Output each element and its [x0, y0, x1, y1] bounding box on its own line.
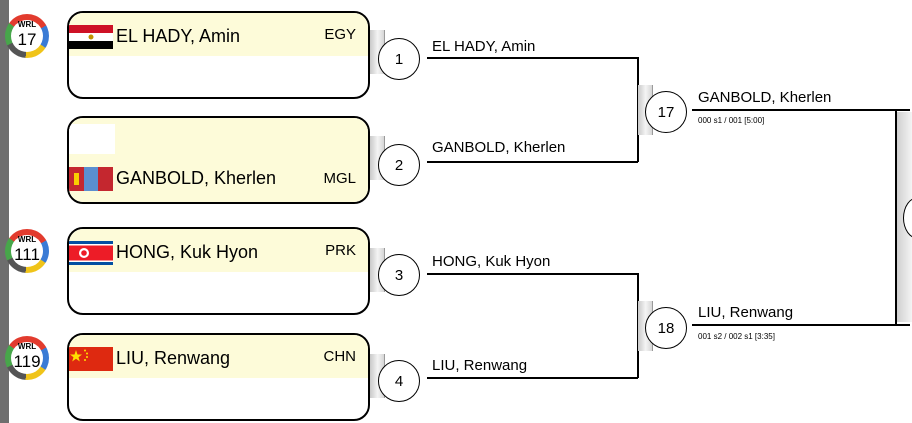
bout-number-18[interactable]: 18 [645, 307, 687, 349]
entry-4-empty-slot [69, 376, 368, 419]
bracket-connector-17 [637, 57, 639, 162]
bout-4-line [427, 377, 638, 379]
bout-3-winner: HONG, Kuk Hyon [432, 253, 551, 270]
entry-3-athlete[interactable]: HONG, Kuk Hyon PRK [69, 229, 368, 272]
entry-1-empty-slot [69, 54, 368, 97]
bout-4-winner: LIU, Renwang [432, 357, 528, 374]
bout-1-winner: EL HADY, Amin [432, 38, 536, 55]
wrl-rank: 119 [13, 352, 41, 371]
wrl-label: WRL [17, 235, 37, 244]
bout-18-winner: LIU, Renwang [698, 304, 794, 321]
egypt-flag-icon [69, 25, 113, 49]
bout-2-line [427, 161, 638, 163]
athlete-country: MGL [323, 170, 356, 187]
bout-number-17[interactable]: 17 [645, 91, 687, 133]
wrl-label: WRL [17, 342, 37, 351]
bout-number-1[interactable]: 1 [378, 38, 420, 80]
entry-2-empty-slot [69, 118, 368, 161]
bout-18-line [692, 324, 910, 326]
bracket-entry-4[interactable]: LIU, Renwang CHN [67, 333, 370, 421]
bout-3-line [427, 273, 638, 275]
wrl-rank: 111 [14, 245, 40, 264]
china-flag-icon [69, 347, 113, 371]
bout-17-line [692, 109, 910, 111]
wrl-label: WRL [17, 20, 37, 29]
bout-number-4[interactable]: 4 [378, 360, 420, 402]
wrl-rank: 17 [17, 30, 37, 49]
entry-2-athlete[interactable]: GANBOLD, Kherlen MGL [69, 159, 368, 202]
athlete-country: PRK [325, 242, 356, 259]
bout-18-score: 001 s2 / 002 s1 [3:35] [698, 332, 775, 341]
wrl-rank-badge: WRL 17 [5, 14, 49, 58]
wrl-rank-badge: WRL 119 [5, 336, 49, 380]
bout-number-2[interactable]: 2 [378, 144, 420, 186]
entry-1-athlete[interactable]: EL HADY, Amin EGY [69, 13, 368, 56]
bracket-connector-18 [637, 273, 639, 378]
bout-17-score: 000 s1 / 001 [5:00] [698, 116, 765, 125]
athlete-country: EGY [324, 26, 356, 43]
bout-1-line [427, 57, 638, 59]
wrl-rank-badge: WRL 111 [5, 229, 49, 273]
bout-number-3[interactable]: 3 [378, 254, 420, 296]
bout-17-winner: GANBOLD, Kherlen [698, 89, 832, 106]
athlete-name: LIU, Renwang [116, 348, 231, 368]
bracket-connector-final [895, 109, 897, 325]
entry-3-empty-slot [69, 270, 368, 313]
bracket-entry-1[interactable]: EL HADY, Amin EGY [67, 11, 370, 99]
bracket-entry-3[interactable]: HONG, Kuk Hyon PRK [67, 227, 370, 315]
athlete-country: CHN [323, 348, 357, 365]
left-rail [0, 0, 9, 423]
athlete-name: HONG, Kuk Hyon [116, 242, 259, 262]
athlete-name: EL HADY, Amin [116, 26, 241, 46]
entry-4-athlete[interactable]: LIU, Renwang CHN [69, 335, 368, 378]
blank-flag-icon [69, 124, 115, 154]
mongolia-flag-icon [69, 167, 113, 191]
bracket-entry-2[interactable]: GANBOLD, Kherlen MGL [67, 116, 370, 204]
bout-2-winner: GANBOLD, Kherlen [432, 139, 566, 156]
north-korea-flag-icon [69, 241, 113, 265]
athlete-name: GANBOLD, Kherlen [116, 168, 277, 188]
